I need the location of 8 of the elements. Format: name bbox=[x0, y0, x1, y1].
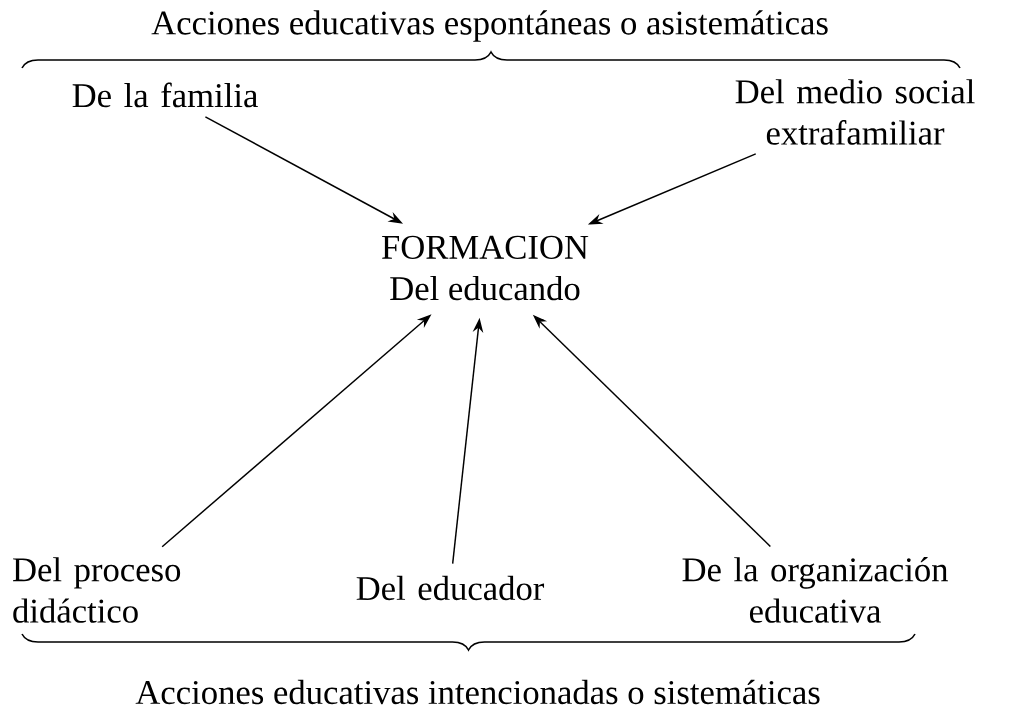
node-text: De la organización educativa bbox=[682, 557, 948, 623]
node-text: De la familia bbox=[72, 82, 258, 108]
node-text: Del medio social extrafamiliar bbox=[735, 79, 975, 145]
node-text: Del proceso didáctico bbox=[13, 557, 181, 623]
brace-label: Acciones educativas espontáneas o asistemáticas bbox=[151, 10, 828, 42]
center-text: FORMACION Del educando bbox=[382, 235, 589, 301]
brace-label: Acciones educativas intencionadas o sistemáticas bbox=[135, 679, 820, 705]
node-text: Del educador bbox=[356, 575, 545, 601]
